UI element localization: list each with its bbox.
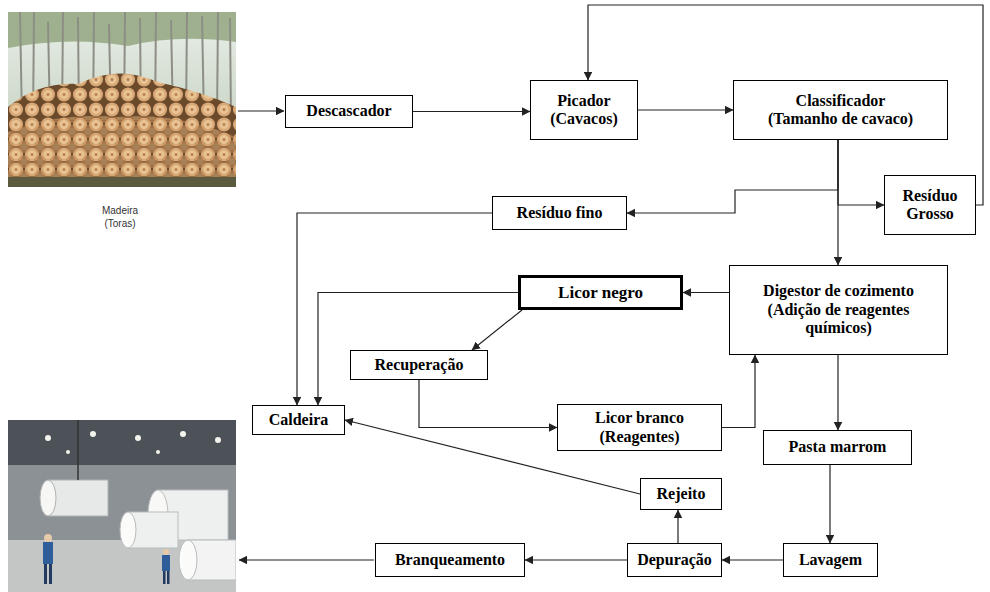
box-text: Picador (Cavacos)	[539, 92, 629, 129]
sky	[8, 12, 236, 187]
process-box: Caldeira	[252, 405, 345, 435]
process-box: Lavagem	[783, 543, 878, 577]
process-box: Licor negro	[518, 275, 683, 310]
crane-cable	[77, 420, 79, 480]
box-text: Classificador (Tamanho de cavaco)	[761, 92, 921, 129]
floor	[8, 540, 236, 592]
flow-arrow	[683, 292, 729, 293]
flow-arrow	[722, 355, 755, 428]
flow-arrow	[472, 310, 522, 350]
process-box: Recuperação	[350, 350, 488, 380]
box-text: Resíduo Grosso	[891, 187, 969, 224]
wood-logs-photo	[8, 12, 236, 187]
flow-arrow	[837, 355, 838, 430]
flow-arrow	[627, 140, 838, 213]
flow-arrow	[722, 559, 783, 560]
box-text: Digestor de cozimento (Adição de reagent…	[739, 282, 939, 337]
flow-arrow	[837, 140, 838, 265]
flow-arrow	[297, 213, 492, 405]
process-box: Depuração	[627, 543, 722, 577]
flow-arrow	[525, 559, 627, 560]
flow-arrow	[829, 465, 830, 543]
box-text: Descascador	[306, 102, 391, 120]
flow-arrow	[638, 109, 733, 110]
box-text: Pasta marrom	[789, 438, 887, 456]
process-box: Pasta marrom	[763, 430, 912, 465]
worker	[43, 534, 53, 584]
photo-caption: Madeira (Toras)	[90, 204, 150, 230]
process-box: Resíduo fino	[492, 196, 627, 230]
paper-mill-photo	[8, 420, 236, 592]
ceiling	[8, 420, 236, 465]
output-arrow	[239, 559, 374, 560]
process-box: Licor branco (Reagentes)	[557, 404, 722, 451]
process-box: Resíduo Grosso	[884, 175, 976, 235]
log-pile	[8, 73, 236, 187]
box-text: Rejeito	[657, 485, 706, 503]
box-text: Licor branco (Reagentes)	[570, 409, 710, 446]
log-pile-front	[8, 116, 236, 187]
process-box: Classificador (Tamanho de cavaco)	[733, 80, 948, 140]
process-box: Branqueamento	[375, 543, 525, 577]
paper-rolls	[40, 480, 236, 580]
process-box: Descascador	[285, 95, 413, 128]
flow-arrow	[838, 140, 884, 205]
box-text: Branqueamento	[395, 551, 505, 569]
box-text: Lavagem	[799, 551, 862, 569]
ground	[8, 177, 236, 187]
box-text: Depuração	[637, 551, 712, 569]
process-box: Rejeito	[640, 478, 722, 510]
hall-wall	[8, 420, 236, 592]
box-text: Recuperação	[375, 356, 464, 374]
box-text: Resíduo fino	[517, 204, 603, 222]
box-text: Caldeira	[269, 411, 329, 429]
process-box: Picador (Cavacos)	[530, 80, 638, 140]
flow-arrow	[677, 510, 678, 543]
feed-arrow	[238, 110, 284, 111]
box-text: Licor negro	[558, 283, 643, 303]
worker-2	[162, 549, 170, 584]
ceiling-lights	[45, 431, 221, 454]
flow-arrow	[413, 111, 530, 112]
process-box: Digestor de cozimento (Adição de reagent…	[729, 265, 948, 355]
flow-arrow	[318, 293, 518, 406]
flow-arrow	[419, 380, 557, 428]
